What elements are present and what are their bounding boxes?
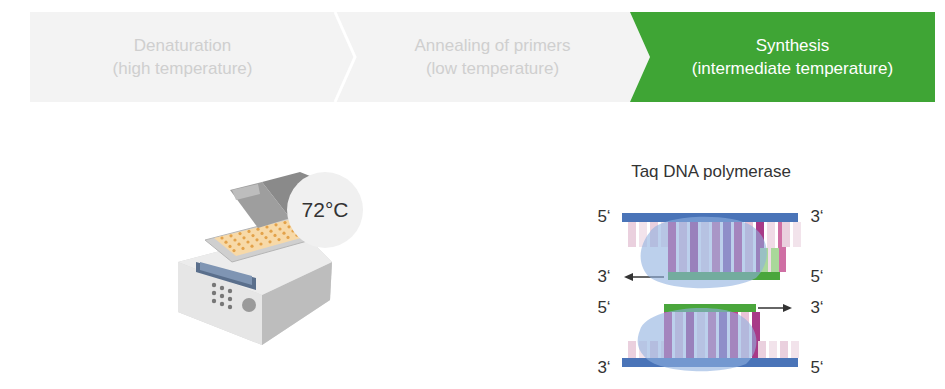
phase-title: Denaturation xyxy=(134,34,231,57)
strand-end: 5‘ xyxy=(597,298,610,318)
temperature-circle: 72°C xyxy=(287,172,363,248)
node-shape xyxy=(30,12,355,102)
phase-condition: (intermediate temperature) xyxy=(692,57,893,80)
phase-title: Annealing of primers xyxy=(415,34,571,57)
strand-end: 3‘ xyxy=(597,267,610,287)
strand-end: 5‘ xyxy=(597,207,610,227)
phase-band-active: Synthesis(intermediate temperature) xyxy=(630,12,935,102)
node-shape xyxy=(630,12,935,102)
enzyme-label: Taq DNA polymerase xyxy=(631,162,791,182)
phase-title: Synthesis xyxy=(756,34,830,57)
phase-condition: (low temperature) xyxy=(426,57,559,80)
temperature-value: 72°C xyxy=(302,198,349,222)
strand-end: 3‘ xyxy=(810,298,823,318)
phase-band: Annealing of primers(low temperature) xyxy=(335,12,650,102)
strand-end: 5‘ xyxy=(810,267,823,287)
phase-condition: (high temperature) xyxy=(113,57,253,80)
phase-band: Denaturation(high temperature) xyxy=(30,12,355,102)
strand-end: 3‘ xyxy=(810,207,823,227)
dna-synthesis xyxy=(622,213,801,371)
node-shape xyxy=(335,12,650,102)
strand-end: 5‘ xyxy=(810,358,823,378)
strand-end: 3‘ xyxy=(597,358,610,378)
